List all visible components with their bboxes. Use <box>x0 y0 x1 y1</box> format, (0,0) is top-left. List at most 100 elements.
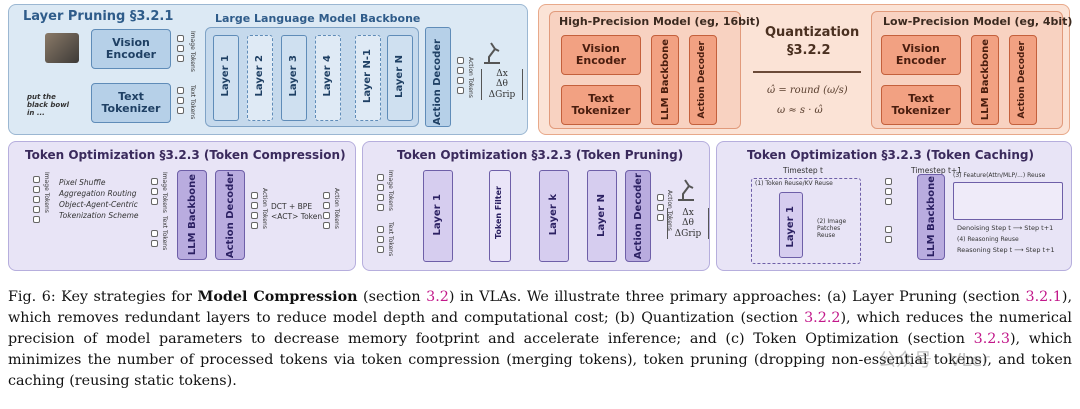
tc-action-tokens-label: Action Tokens <box>261 188 268 229</box>
token-compression-title: Token Optimization §3.2.3 (Token Compres… <box>25 148 346 162</box>
tp-layer-n-label: Layer N <box>596 194 607 237</box>
layer-pruning-title: Layer Pruning §3.2.1 <box>23 9 174 24</box>
layer-2 <box>247 35 273 121</box>
vision-encoder-box: Vision Encoder <box>91 29 171 69</box>
denoising-label: Denoising Step t ⟶ Step t+1 <box>957 224 1054 232</box>
tca-llm-backbone: LLM Backbone <box>917 174 945 260</box>
tp-delta-output: Δx Δθ ΔGrip <box>667 208 709 240</box>
feature-reuse-box <box>953 182 1063 220</box>
layer-1 <box>213 35 239 121</box>
low-precision-title: Low-Precision Model (eg, 4bit) <box>883 15 1073 28</box>
layer-n-1 <box>355 35 381 121</box>
reasoning-reuse-label: (4) Reasoning Reuse <box>957 236 1019 243</box>
layer-4-label: Layer 4 <box>322 55 333 97</box>
tp-layer-n <box>587 170 617 262</box>
method-tokenization-scheme: Tokenization Scheme <box>59 211 139 220</box>
token-compression-panel: Token Optimization §3.2.3 (Token Compres… <box>8 141 356 271</box>
quantization-panel: High-Precision Model (eg, 16bit) Vision … <box>538 4 1073 135</box>
token-reuse-box <box>751 178 861 264</box>
scene-image <box>45 33 79 63</box>
token-pruning-panel: Token Optimization §3.2.3 (Token Pruning… <box>362 141 710 271</box>
timestep-t1-label: Timestep t+1 <box>911 166 962 175</box>
hp-vision-encoder: Vision Encoder <box>561 35 641 75</box>
tca-layer-1 <box>779 192 803 258</box>
delta-output: Δx Δθ ΔGrip <box>481 69 523 101</box>
caption-bold: Model Compression <box>197 289 358 305</box>
lp-action-decoder: Action Decoder <box>1009 35 1037 125</box>
tc-action-decoder: Action Decoder <box>215 170 245 260</box>
lp-text-tokenizer: Text Tokenizer <box>881 85 961 125</box>
tc-text-tokens-label: Text Tokens <box>161 216 168 251</box>
image-patches-reuse-label: (2) Image Patches Reuse <box>817 218 847 239</box>
quantization-arrow <box>753 71 861 73</box>
dct-bpe-label: DCT + BPE <box>271 202 313 211</box>
tca-layer-1-label: Layer 1 <box>785 206 796 248</box>
image-tokens-label: Image Tokens <box>189 31 196 72</box>
tp-layer-k <box>539 170 569 262</box>
token-pruning-title: Token Optimization §3.2.3 (Token Pruning… <box>397 148 684 162</box>
robot-arm-icon <box>481 39 503 65</box>
action-tokens-label: Action Tokens <box>467 57 474 98</box>
ref-3-2-2[interactable]: 3.2.2 <box>804 310 841 326</box>
hp-action-decoder: Action Decoder <box>689 35 717 125</box>
ref-3-2-1[interactable]: 3.2.1 <box>1025 289 1062 305</box>
token-filter <box>489 170 511 262</box>
tp-text-tokens-label: Text Tokens <box>387 222 394 257</box>
layer-3 <box>281 35 307 121</box>
text-tokenizer-box: Text Tokenizer <box>91 83 171 123</box>
caption-text-1: (section <box>357 289 427 305</box>
reasoning-label: Reasoning Step t ⟶ Step t+1 <box>957 246 1055 254</box>
high-precision-title: High-Precision Model (eg, 16bit) <box>559 15 761 28</box>
quantization-title: Quantization <box>765 25 860 40</box>
layer-3-label: Layer 3 <box>288 55 299 97</box>
hp-llm-backbone: LLM Backbone <box>651 35 679 125</box>
method-aggregation-routing: Aggregation Routing <box>59 189 137 198</box>
quantization-section: §3.2.2 <box>787 43 831 58</box>
layer-pruning-panel: Layer Pruning §3.2.1 put the black bowl … <box>8 4 528 135</box>
tp-layer-1-label: Layer 1 <box>432 194 443 236</box>
tc-llm-backbone: LLM Backbone <box>177 170 207 260</box>
backbone-title: Large Language Model Backbone <box>215 12 421 25</box>
tp-action-decoder: Action Decoder <box>625 170 651 262</box>
tp-image-tokens-label: Image Tokens <box>387 170 394 211</box>
tc-image-tokens-label: Image Tokens <box>43 172 50 213</box>
action-decoder-label: Action Decoder <box>432 39 443 126</box>
llm-backbone-container <box>205 27 419 127</box>
method-pixel-shuffle: Pixel Shuffle <box>59 178 106 187</box>
ref-3-2[interactable]: 3.2 <box>426 289 449 305</box>
tc-action-tokens-label-2: Action Tokens <box>333 188 340 229</box>
layer-2-label: Layer 2 <box>254 55 265 97</box>
layer-n <box>387 35 413 121</box>
lp-llm-backbone: LLM Backbone <box>971 35 999 125</box>
ref-3-2-3[interactable]: 3.2.3 <box>973 331 1010 347</box>
watermark: 公众号 · VLer <box>878 350 990 371</box>
quantization-formula-2: ω ≈ s · ω̂ <box>777 105 823 116</box>
layer-n-label: Layer N <box>394 55 405 98</box>
method-object-agent-centric: Object-Agent-Centric <box>59 200 138 209</box>
token-filter-label: Token Filter <box>494 186 503 240</box>
action-decoder-box <box>425 27 451 127</box>
lp-vision-encoder: Vision Encoder <box>881 35 961 75</box>
caption-text-3: ), which removes redundant layers to red… <box>8 289 1072 326</box>
tp-action-tokens-label: Action Tokens <box>666 190 673 231</box>
token-caching-panel: Token Optimization §3.2.3 (Token Caching… <box>716 141 1072 271</box>
caption-text-2: ) in VLAs. We illustrate three primary a… <box>448 289 1026 305</box>
quantization-formula-1: ω̂ = round (ω/s) <box>767 85 848 96</box>
tp-robot-arm-icon <box>675 176 697 202</box>
token-caching-title: Token Optimization §3.2.3 (Token Caching… <box>747 148 1034 162</box>
feature-reuse-label: (3) Feature(Attn/MLP/...) Reuse <box>953 172 1046 179</box>
timestep-t-label: Timestep t <box>783 166 823 175</box>
tc-image-tokens-label-2: Image Tokens <box>161 172 168 213</box>
caption-text-4: ), which reduces the numerical precision… <box>8 310 1072 347</box>
tp-layer-k-label: Layer k <box>548 194 559 236</box>
layer-n-1-label: Layer N-1 <box>362 49 373 104</box>
layer-4 <box>315 35 341 121</box>
caption-text-5: ), which minimizes the number of process… <box>8 331 1072 389</box>
text-tokens-label: Text Tokens <box>189 85 196 120</box>
token-reuse-label: (1) Token Reuse/KV Reuse <box>755 180 833 187</box>
prompt-text: put the black bowl in ... <box>27 93 70 117</box>
caption-label: Fig. 6: Key strategies for <box>8 289 198 305</box>
layer-1-label: Layer 1 <box>220 55 231 97</box>
figure-caption: Fig. 6: Key strategies for Model Compres… <box>8 287 1072 392</box>
hp-text-tokenizer: Text Tokenizer <box>561 85 641 125</box>
